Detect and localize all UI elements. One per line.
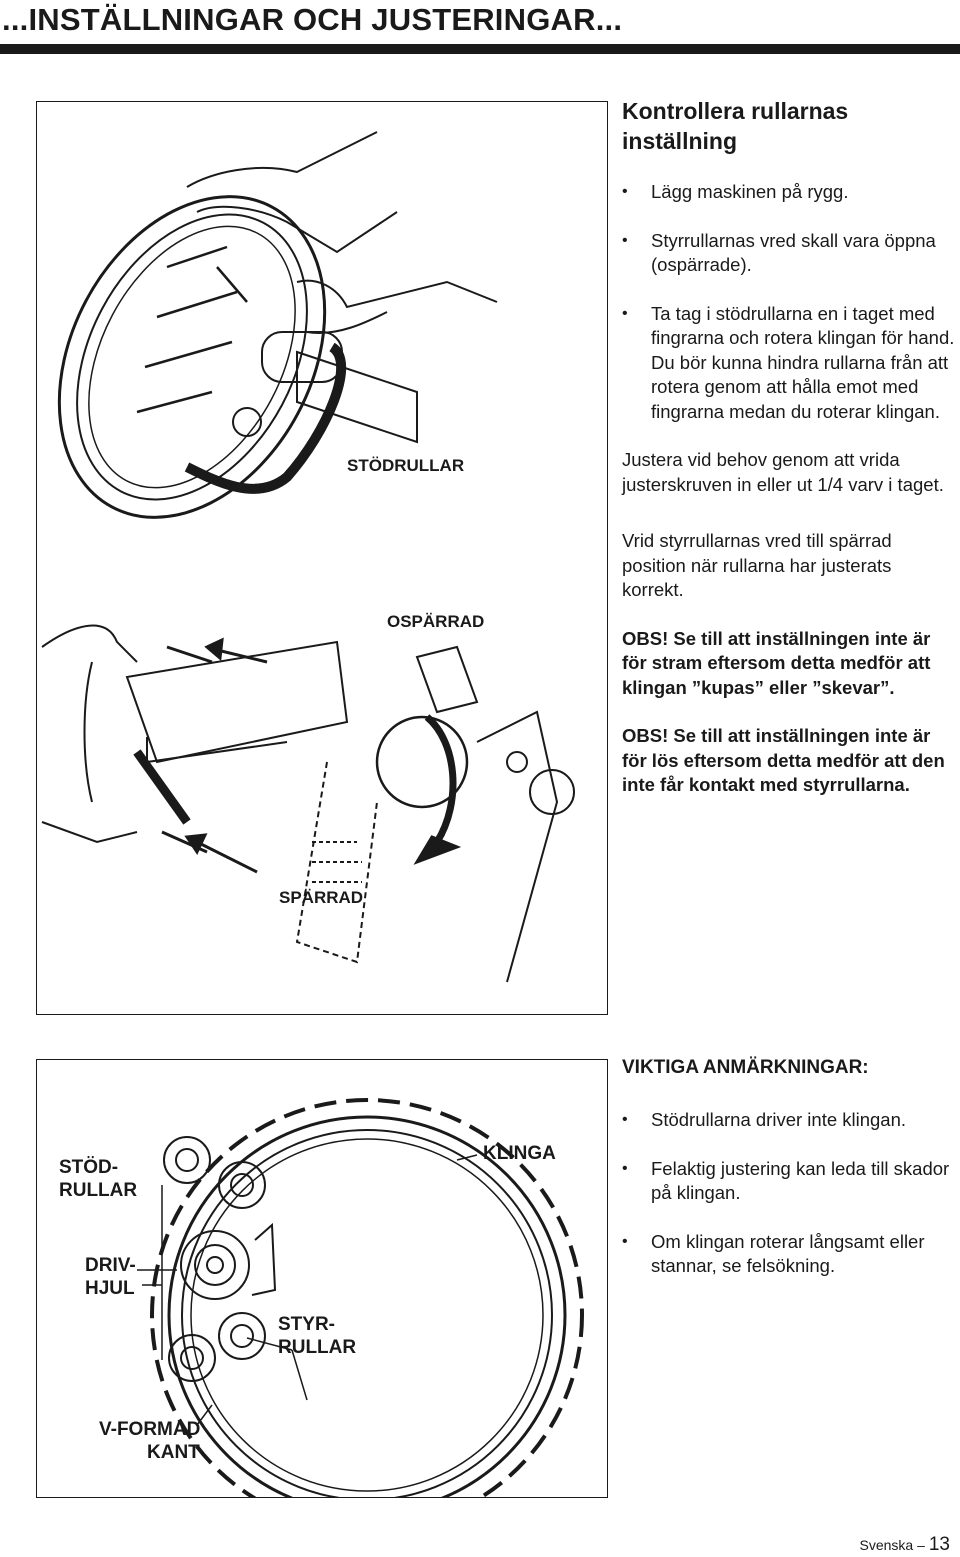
list-item: Felaktig justering kan leda till skador … <box>622 1157 958 1206</box>
label-v-formad: V-FORMAD <box>99 1419 201 1440</box>
figure-roller-diagram: STÖD- RULLAR DRIV- HJUL KLINGA STYR- RUL… <box>36 1059 608 1498</box>
label-kant: KANT <box>147 1442 200 1463</box>
paragraph-lock: Vrid styrrullarnas vred till spärrad pos… <box>622 530 892 600</box>
list-item: Om klingan roterar långsamt eller stanna… <box>622 1230 958 1279</box>
saw-body-drawing <box>184 331 418 494</box>
label-stodrullar: STÖDRULLAR <box>347 456 465 475</box>
page-header-title: ...INSTÄLLNINGAR OCH JUSTERINGAR... <box>2 2 623 37</box>
figure-roller-adjustment: STÖDRULLAR OSPÄRRAD SPÄRRAD <box>36 101 608 1015</box>
section-title-line1: Kontrollera rullarnas <box>622 98 849 124</box>
roller-drawings <box>163 1136 277 1382</box>
label-rullar-1: RULLAR <box>59 1180 138 1201</box>
page-number: 13 <box>928 1534 950 1555</box>
label-stod-line1: STÖD- <box>59 1157 119 1178</box>
warning-too-loose: OBS! Se till att inställningen inte är f… <box>622 725 945 795</box>
blade-drawing <box>57 195 327 519</box>
footer-language: Svenska – <box>859 1537 925 1553</box>
section-important-notes: VIKTIGA ANMÄRKNINGAR: Stödrullarna drive… <box>622 1056 958 1303</box>
roller-diagram-illustration <box>137 1098 584 1497</box>
list-item: Ta tag i stödrullarna en i taget med fin… <box>622 302 958 425</box>
label-styr: STYR- <box>278 1314 335 1335</box>
label-sparrad: SPÄRRAD <box>279 888 364 907</box>
warning-too-tight: OBS! Se till att inställningen inte är f… <box>622 627 931 698</box>
label-hjul: HJUL <box>85 1278 135 1299</box>
roller-adjustment-illustration <box>41 131 575 983</box>
notes-title: VIKTIGA ANMÄRKNINGAR: <box>622 1057 869 1078</box>
page-footer: Svenska –13 <box>859 1534 950 1556</box>
section-title-line2: inställning <box>622 128 737 154</box>
label-driv: DRIV- <box>85 1255 136 1276</box>
blade-ring-drawing <box>150 1098 584 1497</box>
callout-lines <box>137 1154 478 1426</box>
list-item: Lägg maskinen på rygg. <box>622 180 958 205</box>
label-stod: STÖD- <box>59 1156 118 1179</box>
label-osparrad: OSPÄRRAD <box>387 612 485 631</box>
paragraph-adjust: Justera vid behov genom att vrida juster… <box>622 449 944 495</box>
label-klinga: KLINGA <box>483 1143 556 1164</box>
arrow-drawings <box>184 637 462 874</box>
list-item: Styrrullarnas vred skall vara öppna (osp… <box>622 229 958 278</box>
list-item: Stödrullarna driver inte klingan. <box>622 1108 958 1133</box>
label-rullar-2: RULLAR <box>278 1337 357 1358</box>
lock-knob-drawing <box>41 624 575 983</box>
header-rule <box>0 44 960 54</box>
instruction-list: Lägg maskinen på rygg. Styrrullarnas vre… <box>622 180 958 424</box>
section-title: Kontrollera rullarnas inställning <box>622 96 958 156</box>
notes-list: Stödrullarna driver inte klingan. Felakt… <box>622 1108 958 1279</box>
section-roller-check: Kontrollera rullarnas inställning Lägg m… <box>622 96 958 822</box>
hand-drawing <box>186 131 498 334</box>
